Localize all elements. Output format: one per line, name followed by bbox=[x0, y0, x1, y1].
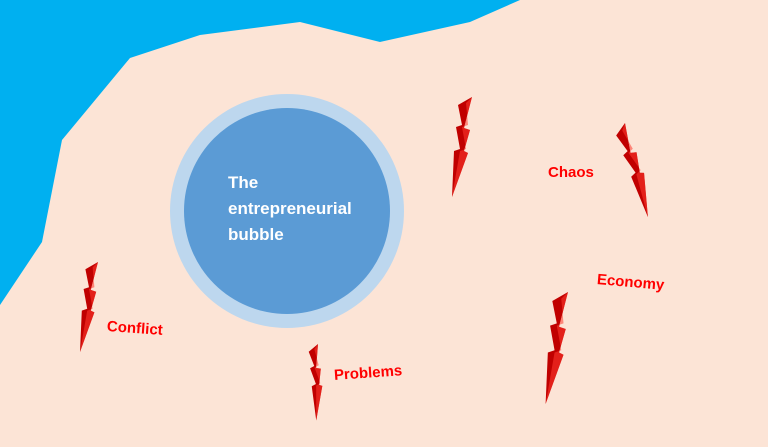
label-chaos: Chaos bbox=[548, 164, 594, 181]
bubble-label-line: The bbox=[228, 173, 259, 192]
bubble-label-line: bubble bbox=[228, 225, 284, 244]
water-area bbox=[0, 0, 520, 305]
bubble-label-line: entrepreneurial bbox=[228, 199, 352, 218]
bubble-label: The entrepreneurial bubble bbox=[228, 170, 378, 248]
bubble-core bbox=[184, 108, 390, 314]
